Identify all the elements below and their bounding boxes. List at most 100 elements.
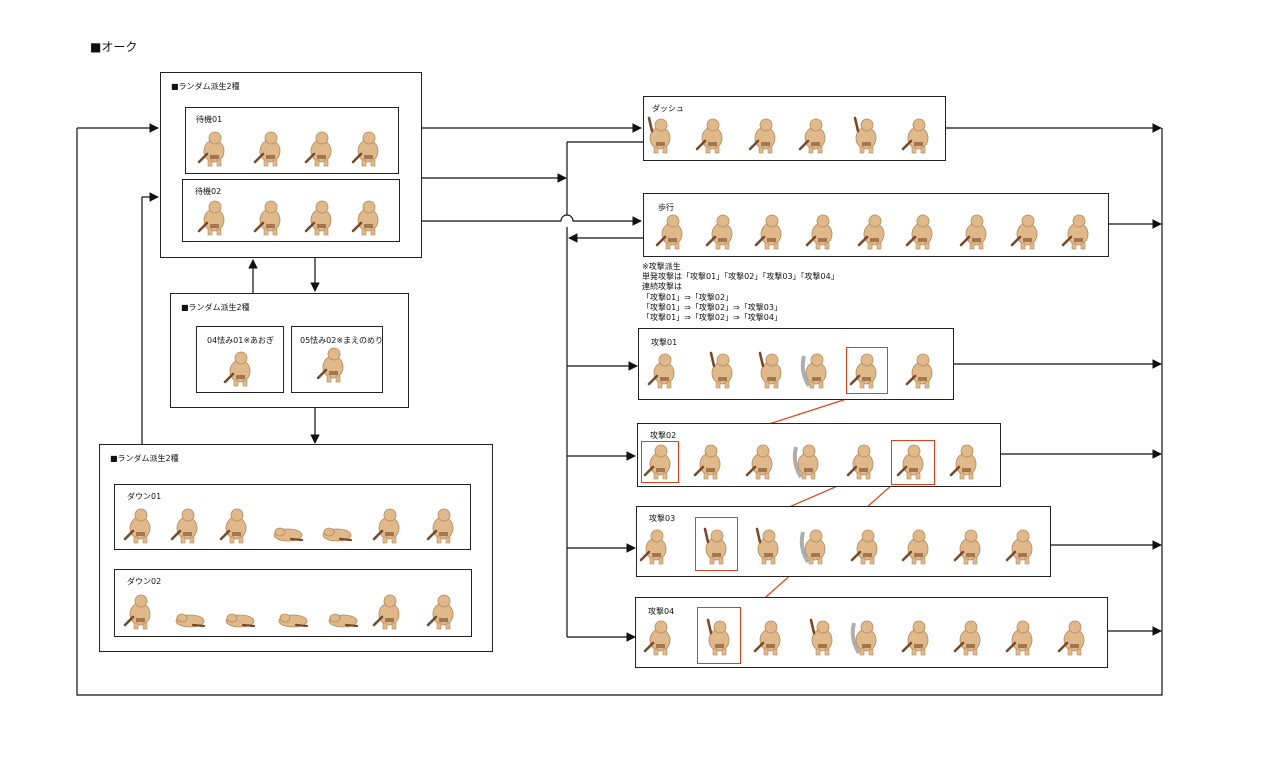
attack04-label: 攻撃04 xyxy=(648,607,675,616)
orc-sprite-icon xyxy=(304,128,338,168)
orc-sprite-icon xyxy=(953,617,987,657)
combo-frame-highlight xyxy=(891,440,935,485)
note-line: 単発攻撃は「攻撃01」「攻撃02」「攻撃03」「攻撃04」 xyxy=(642,272,839,282)
orc-sprite-icon xyxy=(901,115,935,155)
orc-sprite-icon xyxy=(699,526,733,566)
note-line: 「攻撃01」⇒「攻撃02」 xyxy=(642,292,734,302)
orc-sprite-icon xyxy=(949,441,983,481)
flinch02-label: 05怯み02※まえのめり xyxy=(300,336,384,345)
orc-sprite-icon xyxy=(1005,526,1039,566)
orc-sprite-icon xyxy=(643,441,677,481)
attack02-label: 攻撃02 xyxy=(650,431,677,440)
orc-sprite-icon xyxy=(426,505,460,545)
flinch01-label: 04怯み01※あおぎ xyxy=(207,336,275,345)
orc-sprite-icon xyxy=(253,197,287,237)
note-line: 連続攻撃は xyxy=(642,282,682,292)
orc-sprite-icon xyxy=(426,591,460,631)
orc-sprite-icon xyxy=(276,591,310,631)
down-group-label: ■ランダム派生2種 xyxy=(110,454,179,463)
orc-sprite-icon xyxy=(846,441,880,481)
orc-sprite-icon xyxy=(805,617,839,657)
orc-sprite-icon xyxy=(799,350,833,390)
orc-sprite-icon xyxy=(643,115,677,155)
orc-sprite-icon xyxy=(959,211,993,251)
orc-sprite-icon xyxy=(253,128,287,168)
orc-sprite-icon xyxy=(693,441,727,481)
orc-sprite-icon xyxy=(223,591,257,631)
orc-sprite-icon xyxy=(791,441,825,481)
orc-sprite-icon xyxy=(372,591,406,631)
orc-sprite-icon xyxy=(271,505,305,545)
dash-label: ダッシュ xyxy=(652,104,684,113)
orc-sprite-icon xyxy=(905,211,939,251)
idle02-label: 待機02 xyxy=(195,187,222,196)
orc-sprite-icon xyxy=(320,505,354,545)
orc-sprite-icon xyxy=(901,617,935,657)
orc-sprite-icon xyxy=(753,617,787,657)
orc-sprite-icon xyxy=(702,617,736,657)
combo-frame-highlight xyxy=(695,517,738,571)
attack01-label: 攻撃01 xyxy=(651,338,678,347)
orc-sprite-icon xyxy=(705,211,739,251)
orc-sprite-icon xyxy=(1061,211,1095,251)
orc-sprite-icon xyxy=(173,591,207,631)
orc-sprite-icon xyxy=(798,526,832,566)
note-line: ※攻撃派生 xyxy=(642,262,681,271)
dash-box: ダッシュ xyxy=(643,96,946,161)
orc-sprite-icon xyxy=(754,350,788,390)
orc-sprite-icon xyxy=(695,115,729,155)
combo-frame-highlight xyxy=(641,441,679,483)
flinch-group-label: ■ランダム派生2種 xyxy=(181,303,250,312)
combo-frame-highlight xyxy=(697,607,741,664)
page-title: ■オーク xyxy=(90,40,138,54)
orc-sprite-icon xyxy=(901,526,935,566)
orc-sprite-icon xyxy=(326,591,360,631)
attack-derivation-note: ※攻撃派生 単発攻撃は「攻撃01」「攻撃02」「攻撃03」「攻撃04」 連続攻撃… xyxy=(642,262,839,323)
orc-sprite-icon xyxy=(304,197,338,237)
down02-label: ダウン02 xyxy=(127,577,162,586)
orc-sprite-icon xyxy=(754,211,788,251)
idle-group-label: ■ランダム派生2種 xyxy=(171,82,240,91)
orc-sprite-icon xyxy=(896,441,930,481)
orc-sprite-icon xyxy=(849,115,883,155)
down01-label: ダウン01 xyxy=(127,492,162,501)
orc-sprite-icon xyxy=(905,350,939,390)
orc-sprite-icon xyxy=(655,211,689,251)
combo-frame-highlight xyxy=(846,347,888,394)
idle01-label: 待機01 xyxy=(196,115,223,124)
return-loop-line xyxy=(76,128,1163,696)
orc-sprite-icon xyxy=(223,348,257,388)
orc-sprite-icon xyxy=(219,505,253,545)
orc-sprite-icon xyxy=(953,526,987,566)
orc-sprite-icon xyxy=(372,505,406,545)
orc-sprite-icon xyxy=(170,505,204,545)
orc-sprite-icon xyxy=(857,211,891,251)
orc-sprite-icon xyxy=(351,197,385,237)
attack02-box: 攻撃02 xyxy=(637,423,1001,487)
orc-sprite-icon xyxy=(849,617,883,657)
orc-sprite-icon xyxy=(705,350,739,390)
orc-sprite-icon xyxy=(1057,617,1091,657)
note-line: 「攻撃01」⇒「攻撃02」⇒「攻撃04」 xyxy=(642,313,782,323)
orc-sprite-icon xyxy=(197,128,231,168)
walk-label: 歩行 xyxy=(658,203,674,212)
attack01-box: 攻撃01 xyxy=(638,328,954,400)
orc-sprite-icon xyxy=(647,350,681,390)
note-line: 「攻撃01」⇒「攻撃02」⇒「攻撃03」 xyxy=(642,302,782,312)
orc-sprite-icon xyxy=(351,128,385,168)
orc-sprite-icon xyxy=(805,211,839,251)
orc-sprite-icon xyxy=(849,350,883,390)
orc-sprite-icon xyxy=(745,441,779,481)
orc-sprite-icon xyxy=(850,526,884,566)
orc-sprite-icon xyxy=(643,617,677,657)
orc-sprite-icon xyxy=(316,344,350,384)
orc-sprite-icon xyxy=(123,591,157,631)
orc-sprite-icon xyxy=(1010,211,1044,251)
orc-sprite-icon xyxy=(751,526,785,566)
attack03-label: 攻撃03 xyxy=(649,514,676,523)
orc-sprite-icon xyxy=(748,115,782,155)
orc-sprite-icon xyxy=(1005,617,1039,657)
idle-to-walk-arrow xyxy=(422,214,642,226)
orc-sprite-icon xyxy=(197,197,231,237)
